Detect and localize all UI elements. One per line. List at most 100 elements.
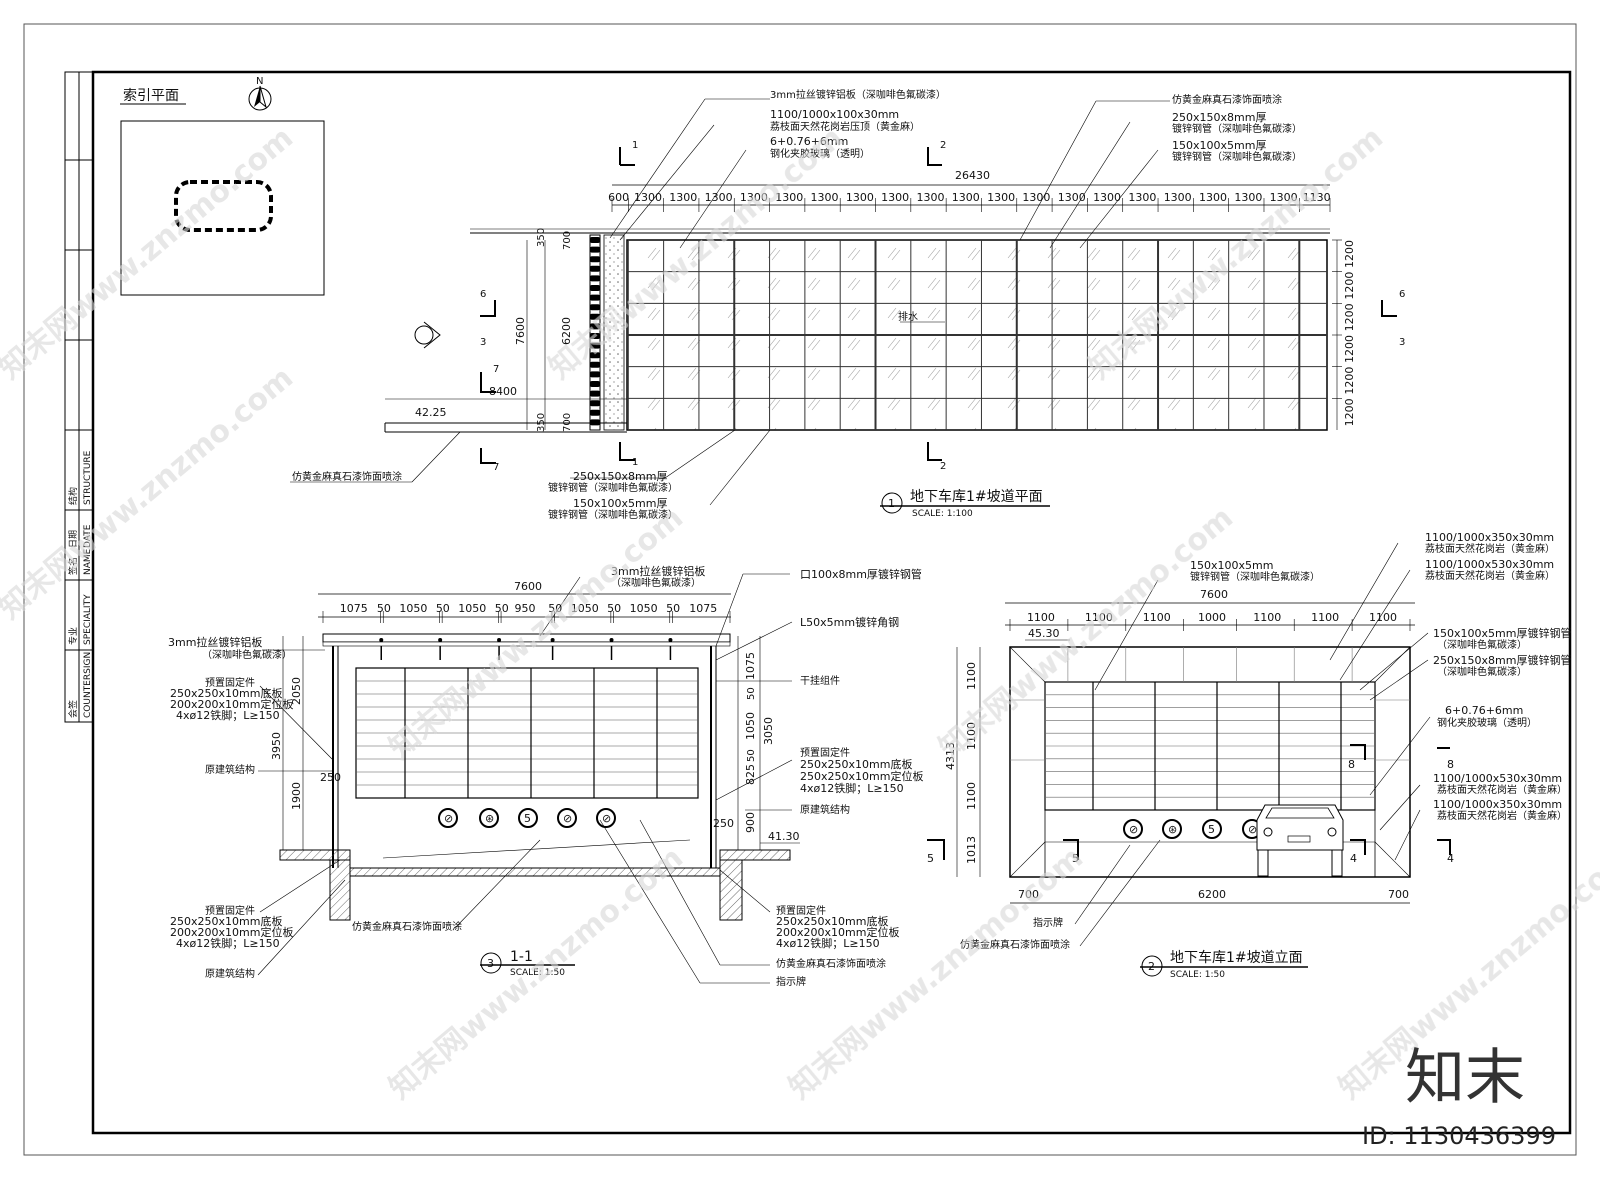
elev-rnote-pipe1-2: （深咖啡色氟碳漆） [1437,638,1527,651]
plan-mark-2-bottom: 2 [940,461,946,472]
tb-date-en: DATE [83,524,93,548]
elev-dim-1100a: 1100 [965,662,978,690]
sec-note-top-al-2: （深咖啡色氟碳漆） [611,576,701,589]
elev-bdim-700b: 700 [1388,888,1409,901]
plan-dim-350b: 350 [536,413,547,432]
section-rdim-825: 825 [744,764,757,785]
plan-seg-dim-12: 1300 [1022,191,1050,204]
sec-bnote-struct: 原建筑结构 [205,967,255,980]
sec-note-fix-2: 250x250x10mm底板 [170,686,282,700]
elev-total-dim: 7600 [1200,588,1228,601]
sec-note-tube: 口100x8mm厚镀锌钢管 [800,567,922,581]
elev-mark-8b: 8 [1447,758,1454,771]
sec-bnote-stonepaint: 仿黄金麻真石漆饰面喷涂 [352,920,462,933]
sec-seg-dim-10: 1050 [630,602,658,615]
elev-seg-dim-6: 1100 [1369,611,1397,624]
plan-note-b-pipe1-size: 250x150x8mm厚 [573,470,667,483]
elev-rnote-pipe2: 250x150x8mm厚镀锌钢管 [1433,653,1571,667]
image-id: ID: 1130436399 [1362,1122,1556,1150]
sec-sign-label-1: ⊛ [485,812,494,825]
plan-mark-7-top: 7 [493,364,499,375]
sec-rnote-struct: 原建筑结构 [800,803,850,816]
plan-note-pipe1: 镀锌钢管（深咖啡色氟碳漆） [1172,122,1302,135]
elev-dim-1100c: 1100 [965,782,978,810]
tb-name-en: NAME [83,548,93,575]
elev-mark-5b: 5 [1072,852,1079,865]
plan-right-dim-0: 1200 [1343,240,1356,268]
plan-scale: SCALE: 1:100 [912,509,973,519]
wm-8: 知末网www.znzmo.com [783,840,1090,1106]
elev-rnote-pipe1: 150x100x5mm厚镀锌钢管 [1433,626,1571,640]
sec-seg-dim-1: 50 [377,602,391,615]
wm-7: 知末网www.znzmo.com [383,840,690,1106]
elev-dim-4313: 4313 [944,742,957,770]
sec-note-fix-4: 4xø12铁脚；L≥150 [176,708,280,722]
section-dim-250b: 250 [713,817,734,830]
plan-seg-dim-10: 1300 [952,191,980,204]
sec-note-struct: 原建筑结构 [205,763,255,776]
plan-section-marks: 1 1 2 2 6 3 6 3 7 7 [480,140,1405,473]
plan-seg-dim-5: 1300 [775,191,803,204]
plan-seg-dim-3: 1300 [705,191,733,204]
plan-title: 地下车库1#坡道平面 [910,488,1043,505]
plan-right-dim-1: 1200 [1343,272,1356,300]
plan-right-dim-4: 1200 [1343,367,1356,395]
north-arrow-icon: N [248,76,272,111]
tb-structure: 结构 [67,487,79,505]
sec-note-al-2: （深咖啡色氟碳漆） [202,648,292,661]
sec-sign-label-3: ⊘ [563,812,572,825]
section-rdim-900: 900 [744,812,757,833]
section-dim-250a: 250 [320,771,341,784]
plan-mark-2-top: 2 [940,140,946,151]
sec-rnote-fix-2: 250x250x10mm底板 [800,757,912,771]
plan-steel-grid [627,240,1327,430]
sec-note-hanger: 干挂组件 [800,674,840,687]
elev-note-stone530: 荔枝面天然花岗岩（黄金麻） [1425,569,1555,582]
sec-seg-dim-8: 1050 [571,602,599,615]
elev-note-stone530-size: 1100/1000x530x30mm [1425,558,1554,571]
section-dim-2050: 2050 [290,677,303,705]
tb-structure-en: STRUCTURE [83,450,93,505]
index-plan-location [174,180,273,232]
plan-note-aluminum: 3mm拉丝镀锌铝板（深咖啡色氟碳漆） [770,88,946,101]
elev-bnote-sign: 指示牌 [1033,916,1063,929]
plan-seg-dim-18: 1300 [1234,191,1262,204]
outer-border [23,23,1577,1156]
plan-detail-symbol-icon [414,321,441,349]
car-icon [1256,804,1344,877]
plan-note-b-pipe2: 镀锌钢管（深咖啡色氟碳漆） [548,508,678,521]
section-title-block: 3 1-1 SCALE: 1:50 [480,949,575,978]
sec-brnote-fix-1: 预置固定件 [776,904,826,917]
plan-seg-dim-17: 1300 [1199,191,1227,204]
plan-mark-1-bottom: 1 [632,457,638,468]
index-plan-title: 索引平面 [123,87,179,104]
plan-dim-7600: 7600 [514,317,527,345]
elev-note-stone350: 荔枝面天然花岗岩（黄金麻） [1425,542,1555,555]
elev-level: 45.30 [1028,627,1060,640]
plan-seg-dim-20: 1130 [1303,191,1331,204]
sec-bnote-fix-3: 200x200x10mm定位板 [170,925,293,939]
plan-title-block: 1 地下车库1#坡道平面 SCALE: 1:100 [880,488,1050,519]
elev-seg-dim-5: 1100 [1311,611,1339,624]
tb-date: 日期 [68,530,79,548]
wm-1: 知末网www.znzmo.com [0,120,300,386]
plan-note-b-pipe1: 镀锌钢管（深咖啡色氟碳漆） [548,481,678,494]
plan-seg-dim-16: 1300 [1164,191,1192,204]
elev-dim-1013: 1013 [965,836,978,864]
plan-coping [589,234,601,431]
elev-mark-5a: 5 [927,852,934,865]
plan-drain-label: 排水 [898,310,918,323]
elev-sign-label-1: ⊛ [1168,823,1177,836]
sec-sign-2-icon [518,808,538,828]
section-rdim-3050: 3050 [762,717,775,745]
plan-seg-dim-15: 1300 [1128,191,1156,204]
plan-mark-7-bottom: 7 [493,462,499,473]
plan-note-pipe2: 镀锌钢管（深咖啡色氟碳漆） [1172,150,1302,163]
plan-right-dim-2: 1200 [1343,303,1356,331]
elev-seg-dim-0: 1100 [1027,611,1055,624]
